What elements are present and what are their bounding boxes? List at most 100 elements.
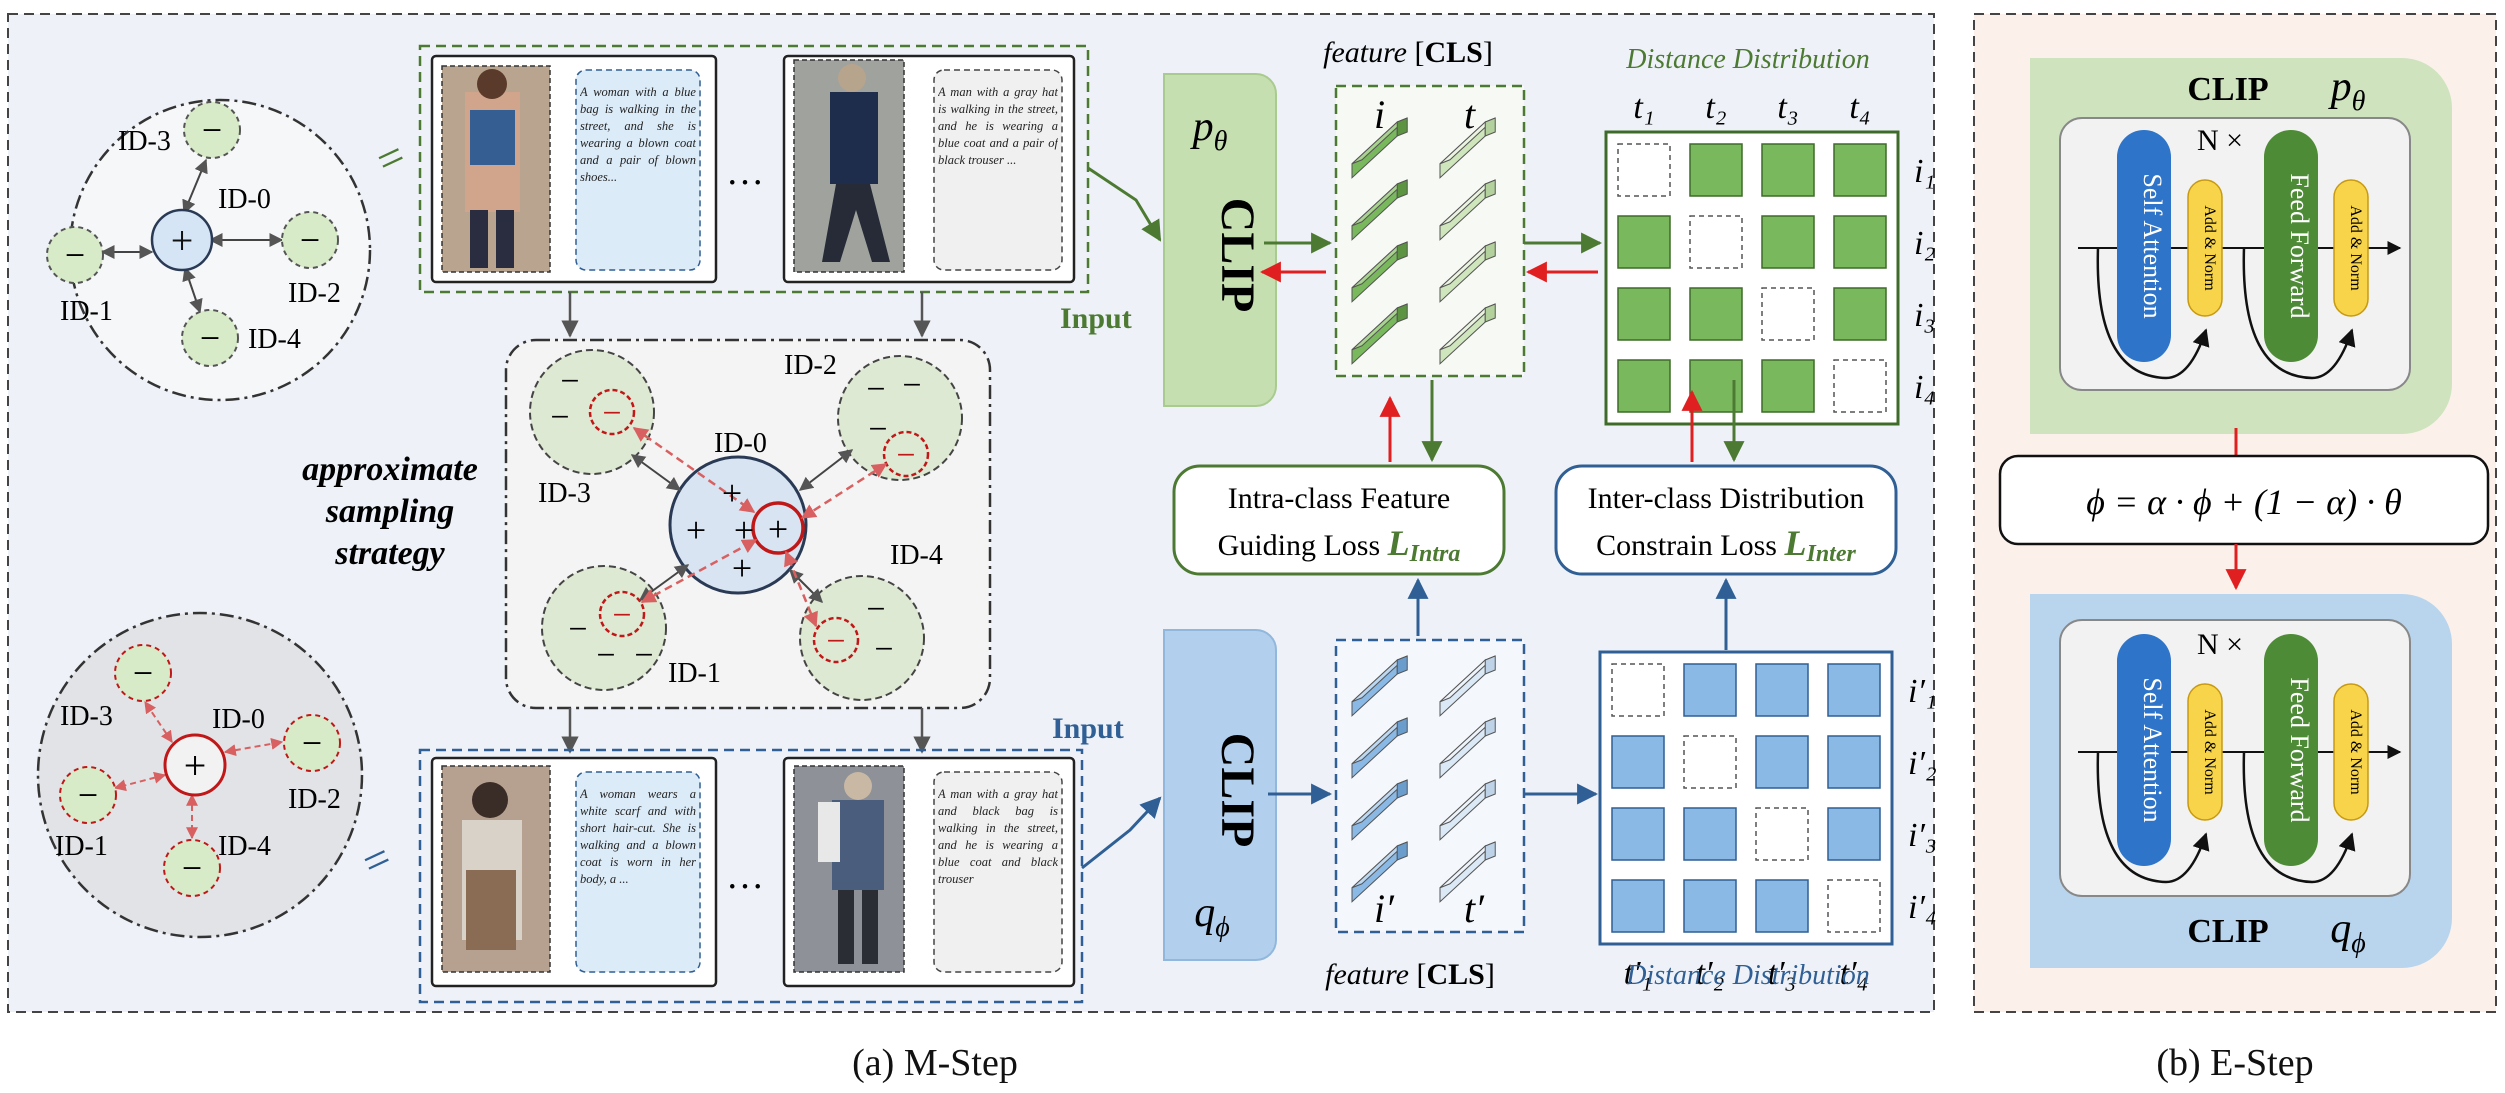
feature-top-col-i: i [1374, 92, 1385, 137]
matrix-cell [1617, 215, 1671, 269]
feature-bar [1351, 655, 1408, 717]
top-label-id3: ID-3 [118, 126, 171, 157]
feature-bar [1439, 303, 1496, 365]
middle-plus: + [768, 509, 788, 549]
clip-top-block: pθ CLIP [1163, 73, 1277, 407]
bottom-neg-node-2 [283, 714, 341, 772]
bottom-neg-symbol: − [302, 723, 322, 763]
bottom-label-id1: ID-1 [55, 831, 108, 862]
feature-bottom-col-i: i′ [1374, 886, 1395, 931]
middle-minus: − [550, 399, 569, 436]
hard-positive-node [751, 501, 805, 555]
bottom-neg-symbol: − [182, 848, 202, 888]
top-anchor-node [150, 208, 214, 272]
ema-formula-box: ϕ = α · ϕ + (1 − α) · θ [1998, 454, 2490, 546]
top-neg-symbol: − [65, 235, 85, 275]
matrix-cell [1827, 735, 1881, 789]
feature-bar [1351, 117, 1408, 179]
feature-bar [1439, 117, 1496, 179]
feature-top-box: i t [1334, 84, 1526, 378]
top-caption-2: A man with a gray hat is walking in the … [938, 85, 1058, 167]
middle-minus: − [612, 597, 631, 634]
estep-bottom-feed-forward-label: Feed Forward [2285, 677, 2314, 822]
estep-top-addnorm-1-label: Add & Norm [2201, 205, 2218, 291]
matrix-cell [1755, 735, 1809, 789]
input-label-bottom: Input [1052, 712, 1124, 745]
feature-bar [1351, 303, 1408, 365]
matrix-cell [1689, 287, 1743, 341]
bottom-label-id2: ID-2 [288, 784, 341, 815]
feature-bar [1439, 241, 1496, 303]
inter-loss-box: Inter-class Distribution Constrain Loss … [1554, 464, 1898, 576]
bottom-text-box-2 [933, 771, 1063, 973]
matrix-cell [1683, 663, 1737, 717]
matrix-cell-diagonal [1617, 143, 1671, 197]
feature-bar [1351, 179, 1408, 241]
matrix-cell-diagonal [1689, 215, 1743, 269]
estep-bottom-clip-label: CLIP [2187, 913, 2268, 950]
matrix-col-label: t′₂ [1696, 955, 1725, 992]
clip-top-param: pθ [1190, 104, 1228, 157]
intra-loss-line1: Intra-class Feature [1228, 482, 1450, 515]
feature-bar [1351, 241, 1408, 303]
feature-bottom-caption: feature [CLS] [1325, 958, 1495, 991]
bottom-caption-1: A woman wears a white scarf and with sho… [580, 787, 696, 886]
estep-top-self-attention [2117, 130, 2171, 362]
inter-loss-line1: Inter-class Distribution [1588, 482, 1865, 515]
matrix-row-label: i′₂ [1908, 745, 1937, 782]
feature-bar [1439, 655, 1496, 717]
clip-bottom-label: CLIP [1211, 733, 1264, 848]
estep-bottom-addnorm-1-label: Add & Norm [2201, 709, 2218, 795]
matrix-row-label: i′₄ [1908, 889, 1937, 926]
middle-minus: − [896, 437, 915, 474]
matrix-cell-diagonal [1833, 359, 1887, 413]
top-label-id0: ID-0 [218, 184, 271, 215]
feature-bar [1439, 841, 1496, 903]
estep-bottom-addnorm-1 [2187, 683, 2223, 821]
feature-bottom-bars [1351, 655, 1496, 903]
clip-bottom-block: CLIP qϕ [1163, 629, 1277, 961]
matrix-cell [1827, 663, 1881, 717]
approx-line-1: approximate [302, 451, 478, 488]
bottom-cluster: + − − − − ID-0 ID-3 ID-2 ID-1 ID-4 = [36, 611, 399, 939]
feature-bar [1351, 841, 1408, 903]
feature-top-bars [1351, 117, 1496, 365]
matrix-col-label: t′₁ [1624, 955, 1653, 992]
bottom-anchor-symbol: + [184, 743, 207, 788]
estep-top-repeat: N × [2197, 124, 2243, 157]
top-label-id4: ID-4 [248, 324, 301, 355]
feature-bar [1351, 779, 1408, 841]
middle-minus: − [902, 367, 921, 404]
middle-label-id0: ID-0 [714, 428, 767, 459]
middle-neg-cluster-4 [799, 575, 925, 701]
matrix-cell [1833, 287, 1887, 341]
middle-minus: − [868, 411, 887, 448]
estep-bottom-self-attention [2117, 634, 2171, 866]
top-label-id2: ID-2 [288, 278, 341, 309]
middle-plus: + [734, 510, 754, 550]
top-text-box-1 [575, 69, 701, 271]
top-label-id1: ID-1 [60, 296, 113, 327]
matrix-cell [1833, 143, 1887, 197]
top-neg-node-4 [181, 309, 239, 367]
middle-plus: + [732, 548, 752, 588]
middle-minus: − [634, 637, 653, 674]
bottom-text-box-1 [575, 771, 701, 973]
estep-top-addnorm-2-label: Add & Norm [2347, 205, 2364, 291]
feature-bar [1351, 717, 1408, 779]
middle-neg-cluster-1 [541, 565, 667, 691]
estep-top-self-attention-label: Self Attention [2138, 173, 2167, 318]
estep-bottom-addnorm-2 [2333, 683, 2369, 821]
intra-loss-line2: Guiding Loss LIntra [1218, 523, 1461, 567]
inter-loss-line2: Constrain Loss LInter [1596, 523, 1856, 567]
estep-top-addnorm-2 [2333, 179, 2369, 317]
estep-bottom-feed-forward [2264, 634, 2318, 866]
bottom-ellipsis: … [726, 855, 764, 897]
matrix-cell [1833, 215, 1887, 269]
middle-minus: − [596, 637, 615, 674]
middle-minus: − [602, 395, 621, 432]
top-neg-symbol: − [200, 318, 220, 358]
matrix-cell-diagonal [1683, 735, 1737, 789]
mstep-caption: (a) M-Step [852, 1042, 1018, 1084]
matrix-cell-diagonal [1761, 287, 1815, 341]
